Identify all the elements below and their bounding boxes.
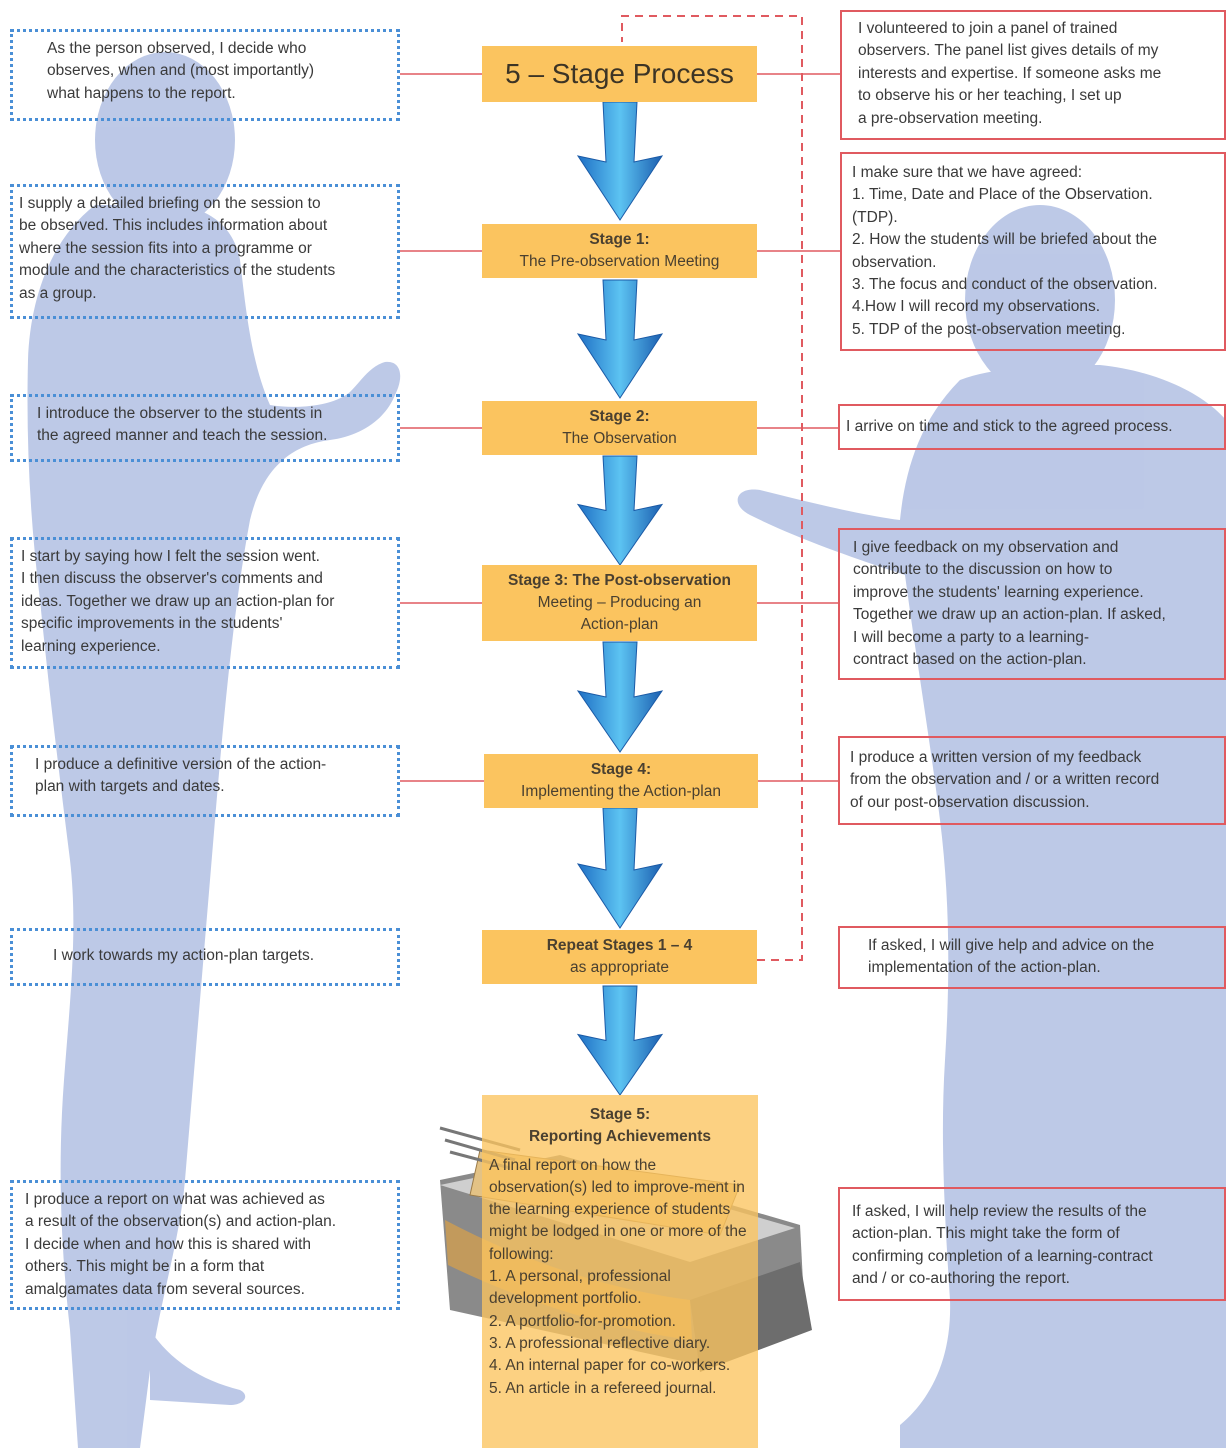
observer-note-3: I arrive on time and stick to the agreed… <box>838 404 1226 450</box>
stage-3-box: Stage 3: The Post-observation Meeting – … <box>482 565 757 641</box>
repeat-stages-subtitle: as appropriate <box>569 959 670 976</box>
observed-note-4: I start by saying how I felt the session… <box>10 537 400 669</box>
stage-5-title: Stage 5: <box>589 1106 651 1123</box>
observed-note-7: I produce a report on what was achieved … <box>10 1180 400 1310</box>
stage-5-item: 1. A personal, professional development … <box>489 1268 671 1308</box>
stage-1-subtitle: The Pre-observation Meeting <box>519 253 720 270</box>
flow-arrow-6 <box>576 985 664 1096</box>
stage-5-item: 3. A professional reflective diary. <box>489 1334 711 1352</box>
observer-note-6: If asked, I will give help and advice on… <box>838 926 1226 989</box>
repeat-stages-box: Repeat Stages 1 – 4 as appropriate <box>482 930 757 984</box>
stage-1-title: Stage 1: <box>589 231 650 248</box>
flow-arrow-1 <box>576 101 664 221</box>
observer-note-2: I make sure that we have agreed: 1. Time… <box>840 152 1226 351</box>
stage-4-title: Stage 4: <box>590 761 652 778</box>
stage-4-subtitle: Implementing the Action-plan <box>521 783 721 800</box>
observed-note-5: I produce a definitive version of the ac… <box>10 745 400 817</box>
observer-note-4: I give feedback on my observation and co… <box>838 528 1226 680</box>
stage-1-box: Stage 1: The Pre-observation Meeting <box>482 224 757 278</box>
observed-note-2: I supply a detailed briefing on the sess… <box>10 184 400 319</box>
observer-note-7: If asked, I will help review the results… <box>838 1187 1226 1301</box>
flow-arrow-3 <box>576 455 664 566</box>
stage-2-title: Stage 2: <box>589 408 650 425</box>
stage-5-body: A final report on how the observation(s)… <box>489 1156 747 1263</box>
observed-note-3: I introduce the observer to the students… <box>10 394 400 462</box>
flow-arrow-5 <box>576 807 664 929</box>
observer-note-5: I produce a written version of my feedba… <box>838 736 1226 825</box>
flow-arrows <box>576 101 664 1096</box>
left-connectors <box>400 73 486 782</box>
flow-arrow-2 <box>576 279 664 399</box>
stage-5-box: Stage 5: Reporting Achievements A final … <box>482 1095 758 1448</box>
stage-5-item: 2. A portfolio-for-promotion. <box>489 1312 676 1330</box>
observed-note-1: As the person observed, I decide who obs… <box>10 29 400 121</box>
stage-2-box: Stage 2: The Observation <box>482 401 757 455</box>
right-connectors <box>757 73 840 782</box>
stage-3-title: Stage 3: The Post-observation <box>507 572 732 589</box>
repeat-loop-dashed <box>621 15 803 961</box>
flow-arrow-4 <box>576 641 664 753</box>
stage-5-item: 4. An internal paper for co-workers. <box>489 1357 731 1375</box>
process-title: 5 – Stage Process <box>482 46 757 102</box>
stage-3-subtitle: Meeting – Producing an Action-plan <box>537 594 702 633</box>
repeat-stages-title: Repeat Stages 1 – 4 <box>546 937 693 954</box>
observer-note-1: I volunteered to join a panel of trained… <box>840 10 1226 140</box>
observed-note-6: I work towards my action-plan targets. <box>10 928 400 986</box>
stage-4-box: Stage 4: Implementing the Action-plan <box>484 754 758 808</box>
stage-5-subtitle: Reporting Achievements <box>528 1128 712 1146</box>
stage-2-subtitle: The Observation <box>562 430 677 447</box>
stage-5-item: 5. An article in a refereed journal. <box>489 1379 717 1397</box>
observer-silhouette <box>737 205 1226 1448</box>
